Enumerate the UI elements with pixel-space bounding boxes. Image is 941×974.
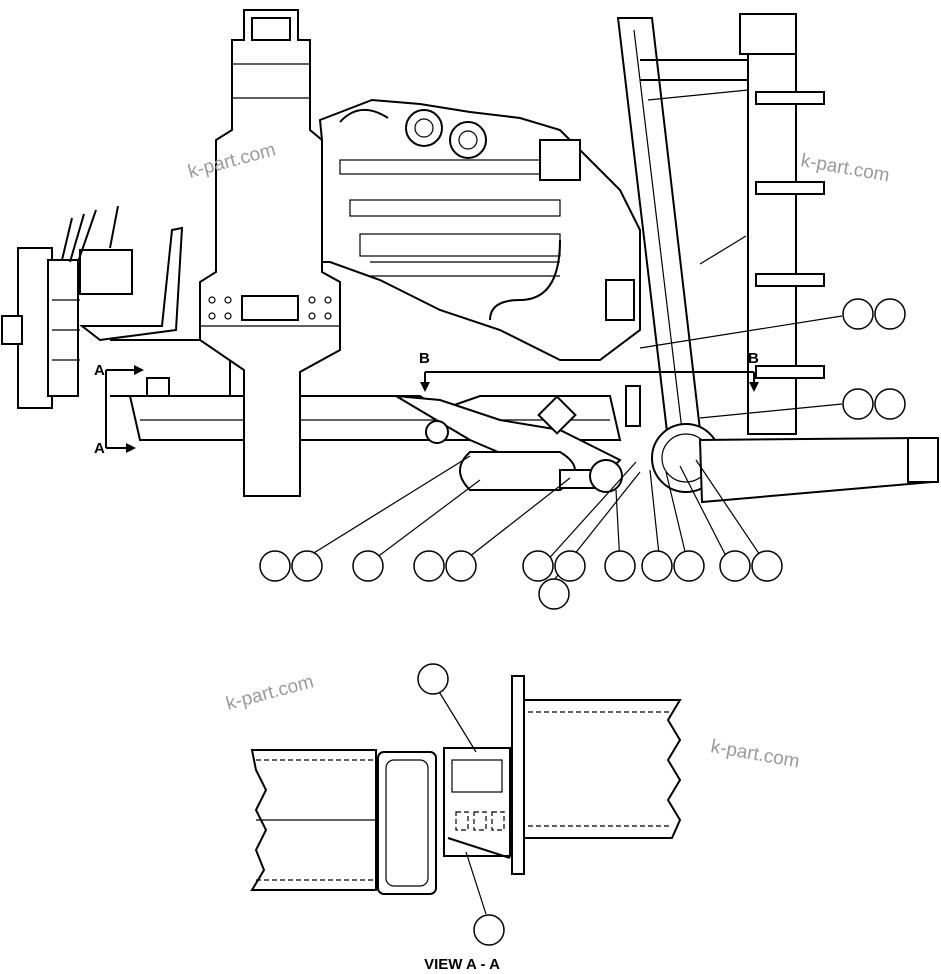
section-label-b-right: B — [748, 350, 759, 367]
callout-balloon — [604, 550, 636, 582]
callout-balloon — [842, 388, 874, 420]
vertical-plate — [511, 675, 525, 875]
bolt-heads — [455, 811, 505, 831]
square-tube-section — [377, 751, 437, 895]
section-label-a-bottom: A — [94, 440, 105, 457]
section-markers: A A B B — [94, 350, 759, 457]
callout-balloon — [473, 914, 505, 946]
leader-lines — [295, 315, 843, 581]
watermark: k-part.com — [709, 736, 801, 772]
mast-brackets — [755, 91, 825, 379]
callout-balloon — [259, 550, 291, 582]
vertical-column — [199, 9, 341, 497]
main-frame-rail — [110, 339, 622, 441]
callout-balloon — [874, 388, 906, 420]
callout-balloon — [554, 550, 586, 582]
view-caption: VIEW A - A — [424, 956, 500, 973]
right-mast — [640, 13, 825, 435]
callout-balloon — [751, 550, 783, 582]
left-wheel-hub — [1, 205, 184, 409]
right-beam-section — [523, 699, 682, 839]
callout-balloon — [522, 550, 554, 582]
callout-balloon — [538, 578, 570, 610]
callout-balloon — [673, 550, 705, 582]
callout-balloon — [413, 550, 445, 582]
engine-block — [318, 98, 641, 361]
callout-balloon — [874, 298, 906, 330]
main-assembly-drawing: A A B B — [1, 9, 939, 610]
section-label-b-left: B — [419, 350, 430, 367]
watermark: k-part.com — [224, 671, 316, 715]
callout-balloon — [445, 550, 477, 582]
view-a-a-detail: VIEW A - A — [250, 663, 682, 973]
callout-balloon — [719, 550, 751, 582]
section-label-a-top: A — [94, 362, 105, 379]
callout-balloons-main — [259, 298, 906, 610]
lower-linkage — [395, 385, 641, 493]
callout-balloon — [417, 663, 449, 695]
lower-arm — [698, 436, 939, 504]
callout-balloon — [352, 550, 384, 582]
callout-balloon — [842, 298, 874, 330]
mounting-block — [443, 747, 511, 857]
callout-balloon — [291, 550, 323, 582]
callout-balloon — [641, 550, 673, 582]
boom-cylinder — [616, 17, 721, 493]
bolt-pattern-right — [308, 296, 332, 320]
bolt-pattern-left — [208, 296, 232, 320]
